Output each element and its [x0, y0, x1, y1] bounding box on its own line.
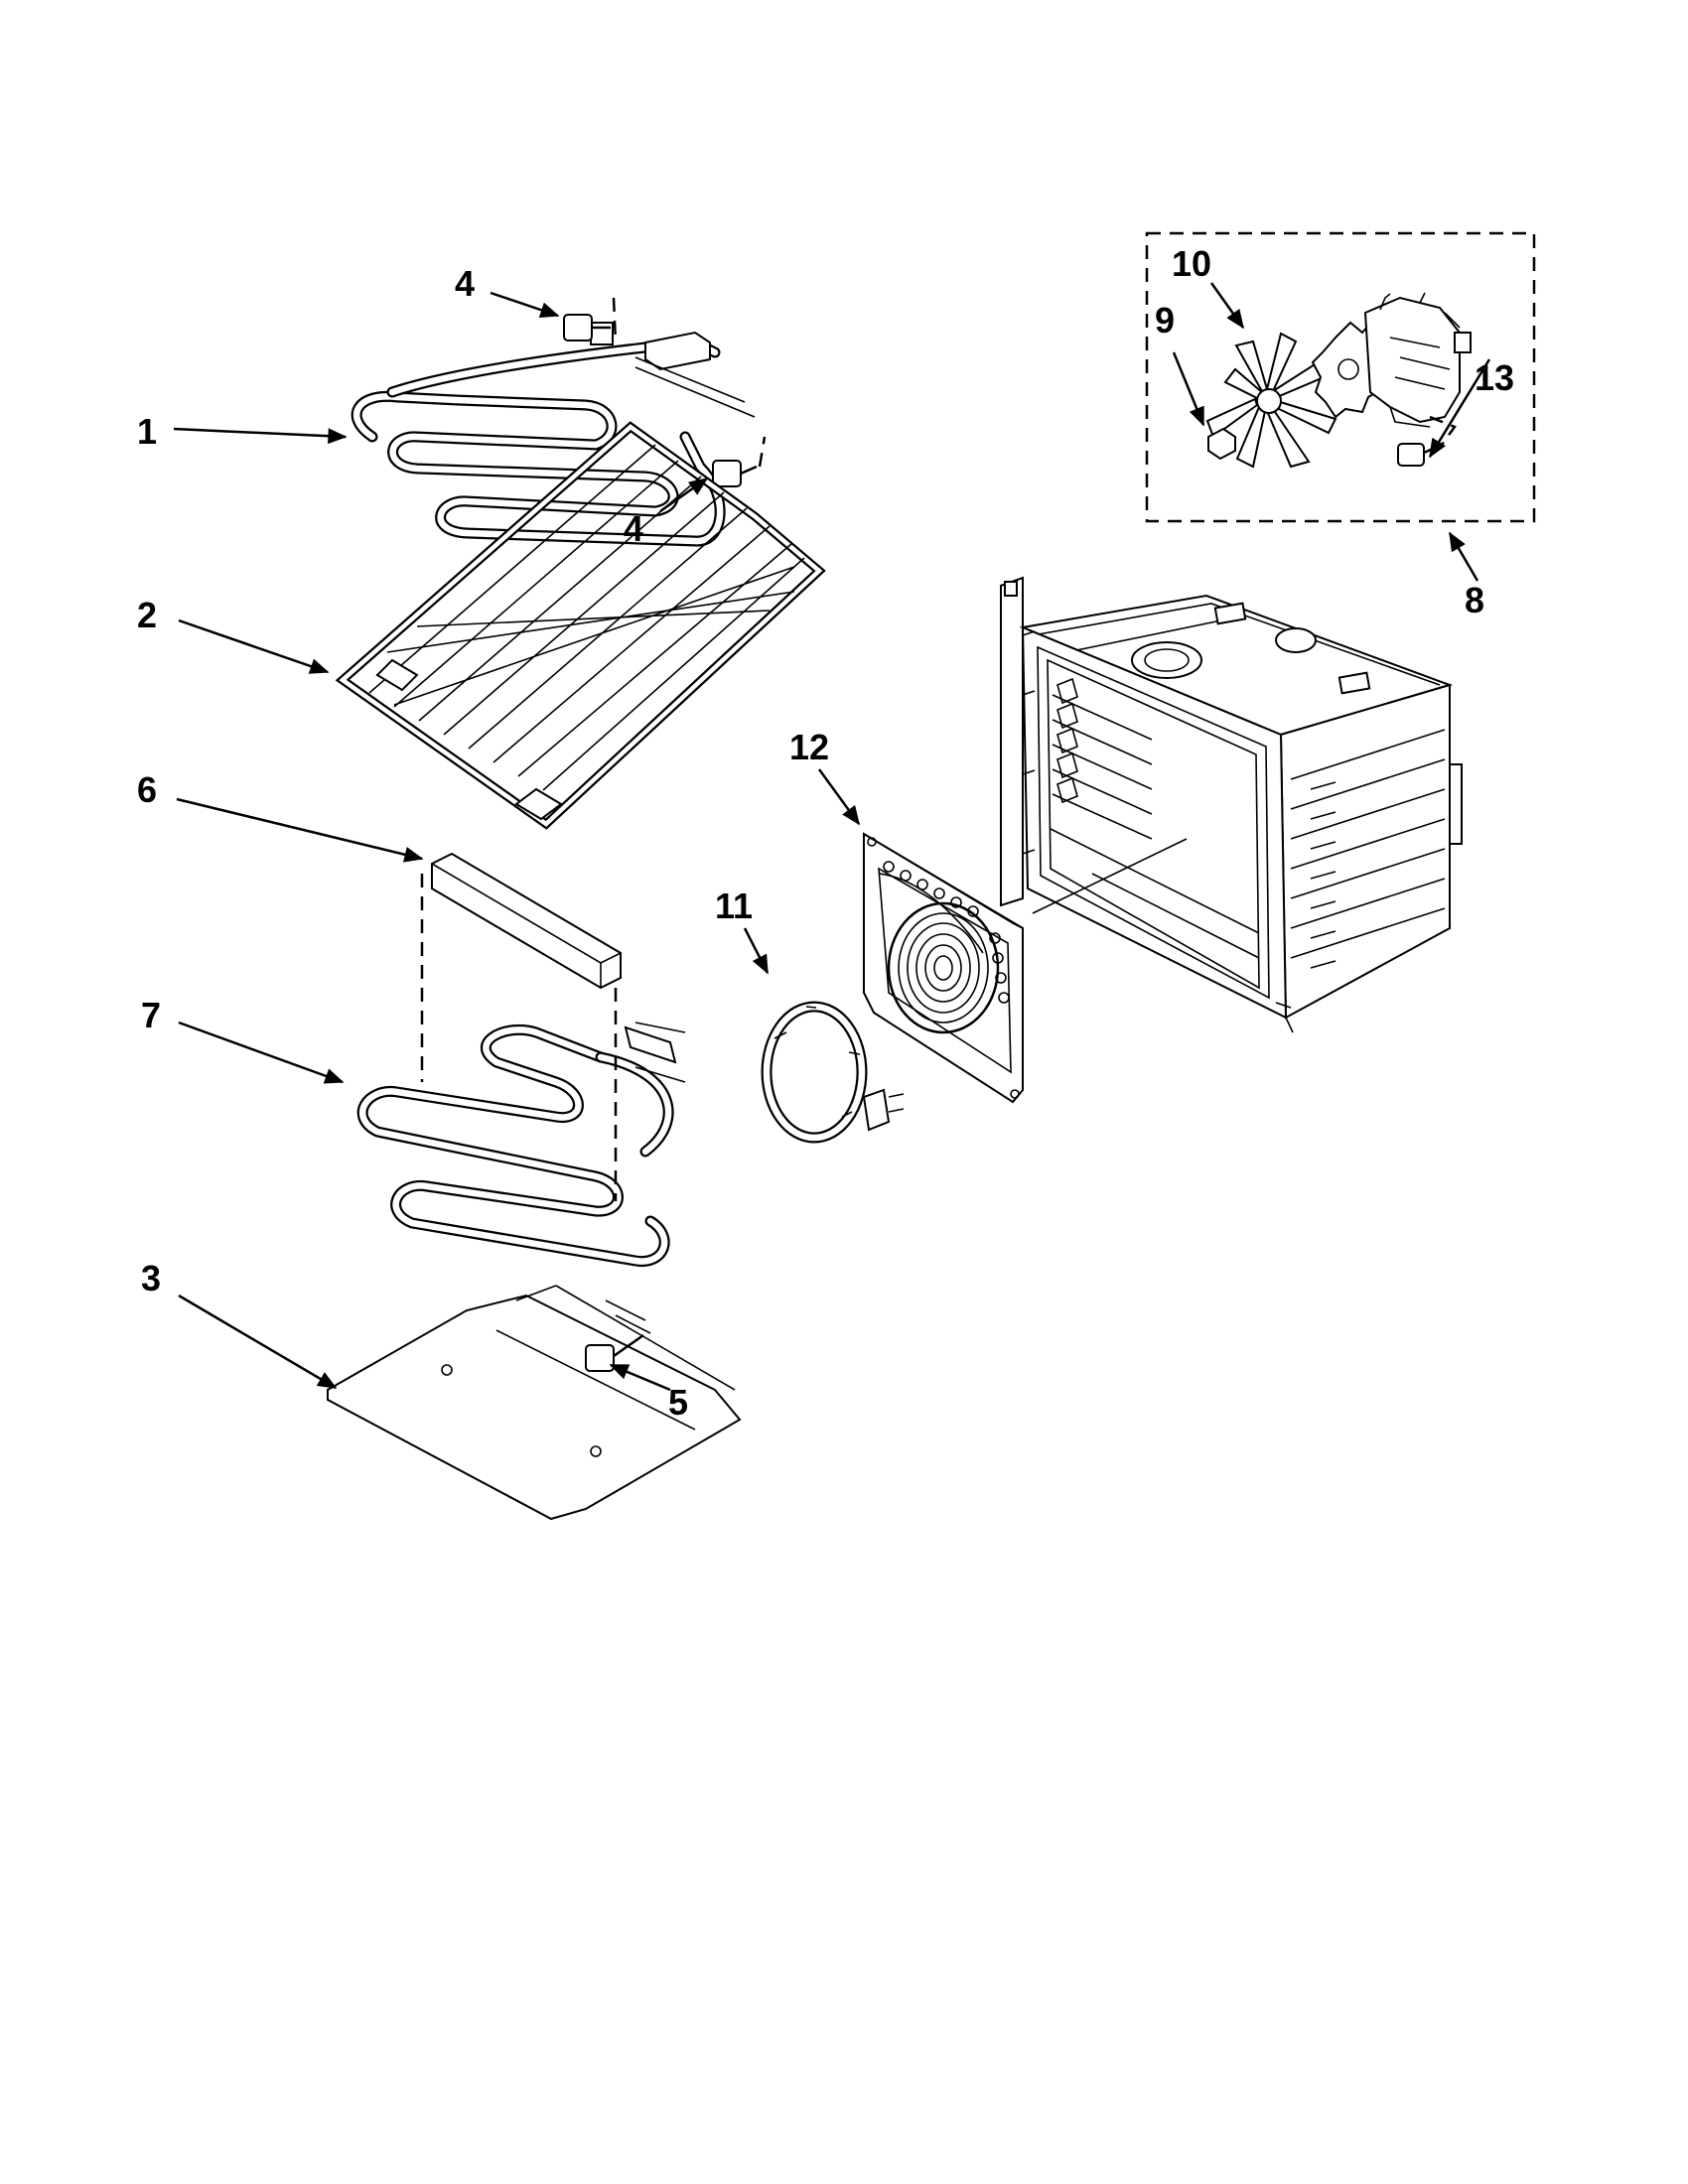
callout-leaders	[173, 282, 1491, 1392]
screw-leader-dash-lower	[758, 436, 767, 468]
callout-4-lower: 4	[624, 508, 643, 549]
callout-13: 13	[1475, 357, 1514, 398]
leader-13	[1428, 358, 1491, 459]
callout-11: 11	[715, 886, 753, 926]
leader-2	[178, 618, 330, 674]
leader-6	[176, 797, 424, 863]
callout-4-top: 4	[455, 263, 475, 304]
callout-1: 1	[137, 411, 157, 452]
callout-2: 2	[137, 595, 157, 635]
leader-10	[1209, 282, 1245, 330]
leader-11	[743, 927, 770, 975]
motor-screw-dash	[1429, 415, 1457, 446]
leader-8	[1448, 531, 1479, 582]
callout-10: 10	[1172, 243, 1211, 284]
callout-9: 9	[1155, 300, 1175, 341]
leader-3	[178, 1294, 338, 1390]
cover-to-cavity-leader	[1032, 838, 1188, 914]
leader-4b	[659, 477, 709, 513]
fan-nut-part	[1207, 427, 1236, 461]
callout-3: 3	[141, 1258, 161, 1298]
element-shield-part	[431, 852, 622, 990]
screw-part-lower	[712, 460, 758, 487]
leader-4a	[490, 291, 560, 318]
broil-element-part	[351, 322, 756, 547]
convection-kit-group-box	[1145, 231, 1536, 523]
oven-rack-part	[335, 421, 826, 830]
callout-7: 7	[141, 995, 161, 1035]
callout-6: 6	[137, 769, 157, 810]
leader-12	[817, 768, 861, 826]
callout-5: 5	[668, 1382, 688, 1423]
oven-cavity-part	[1000, 576, 1463, 1033]
leader-5	[609, 1363, 671, 1392]
callout-8: 8	[1465, 580, 1484, 620]
convection-motor-part	[1311, 292, 1472, 428]
convection-element-part	[761, 1001, 905, 1144]
leader-9	[1172, 351, 1205, 427]
callout-12: 12	[789, 727, 829, 767]
oven-bottom-panel-part	[327, 1285, 742, 1521]
screw-leader-dash-top	[612, 297, 618, 343]
bake-element-part	[356, 1022, 686, 1267]
screw-part-bottom	[585, 1333, 644, 1372]
leader-1	[173, 427, 348, 445]
fan-cover-part	[863, 832, 1024, 1104]
screw-part-top	[563, 314, 611, 341]
fan-blade-part	[1205, 332, 1337, 469]
leader-7	[178, 1021, 345, 1084]
